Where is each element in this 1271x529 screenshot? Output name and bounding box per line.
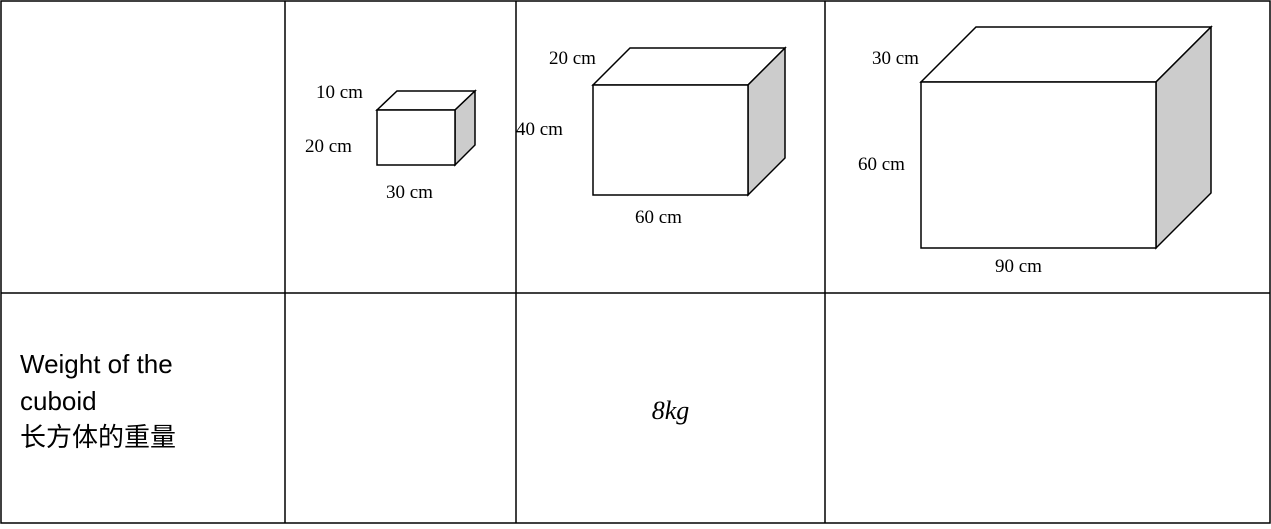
cuboid-medium-height-label: 40 cm — [516, 119, 563, 140]
cuboid-small: 10 cm 20 cm 30 cm — [305, 82, 477, 203]
row-header-line-1: Weight of the — [20, 349, 173, 379]
cuboid-small-height-label: 20 cm — [305, 136, 352, 157]
cuboid-small-depth-label: 10 cm — [316, 82, 363, 103]
row-header-line-3: 长方体的重量 — [20, 423, 177, 453]
cuboid-medium-front-face — [592, 84, 749, 196]
row-header-line-2: cuboid — [20, 386, 97, 416]
cuboid-medium-depth-label: 20 cm — [549, 48, 596, 69]
cuboid-large-length-label: 90 cm — [995, 256, 1042, 277]
cuboid-medium-length-label: 60 cm — [635, 207, 682, 228]
weight-cell-medium: 8kg — [651, 396, 690, 425]
cuboid-large-depth-label: 30 cm — [872, 48, 919, 69]
row-header: Weight of the cuboid 长方体的重量 — [20, 346, 176, 457]
cuboid-large-front-face — [920, 81, 1157, 249]
cuboid-medium: 20 cm 40 cm 60 cm — [516, 46, 787, 228]
cuboid-small-front-face — [376, 109, 456, 166]
cuboid-small-length-label: 30 cm — [386, 182, 433, 203]
cuboid-large: 30 cm 60 cm 90 cm — [858, 25, 1213, 277]
cuboid-large-height-label: 60 cm — [858, 154, 905, 175]
